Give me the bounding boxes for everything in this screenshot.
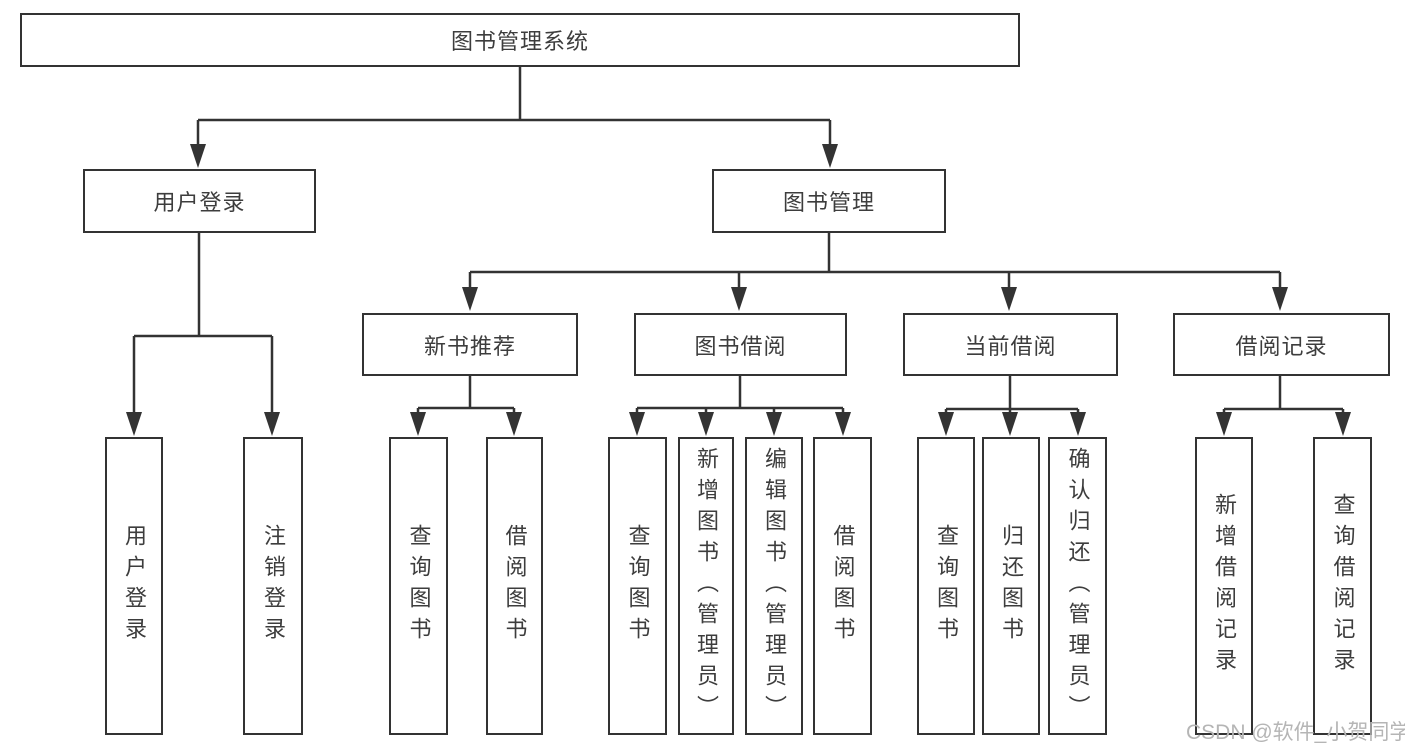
node-borrow-records: 借阅记录 [1173, 313, 1390, 376]
node-new-book-recommend-label: 新书推荐 [423, 333, 516, 359]
arrowhead [1070, 412, 1086, 436]
leaf-borrow-book: 借阅图书 [813, 437, 872, 735]
leaf-query-book-current: 查询图书 [917, 437, 975, 735]
node-current-borrow-label: 当前借阅 [964, 333, 1057, 359]
leaf-query-book-current-label: 查询图书 [934, 524, 959, 648]
connector-bookmgmt-to-level3 [468, 233, 1282, 289]
leaf-edit-book-admin-label: 编辑图书（管理员） [762, 446, 787, 726]
connector-bookborrow-to-leaves [635, 376, 845, 414]
arrowhead [629, 412, 645, 436]
arrowhead [506, 412, 522, 436]
leaf-query-book-recommend: 查询图书 [389, 437, 448, 735]
node-book-borrow-label: 图书借阅 [694, 333, 787, 359]
connector-root-to-level2 [196, 67, 832, 145]
leaf-query-borrow-record: 查询借阅记录 [1313, 437, 1372, 735]
node-book-management: 图书管理 [712, 169, 946, 233]
arrowhead [190, 144, 206, 168]
leaf-return-book: 归还图书 [982, 437, 1040, 735]
arrowhead [1001, 287, 1017, 311]
connector-borrowrecords-to-leaves [1222, 376, 1345, 415]
connector-userlogin-to-leaves [132, 233, 274, 413]
arrowhead [410, 412, 426, 436]
node-current-borrow: 当前借阅 [903, 313, 1118, 376]
node-root-system-label: 图书管理系统 [450, 29, 589, 54]
arrowhead [264, 412, 280, 436]
leaf-borrow-book-recommend-label: 借阅图书 [502, 524, 528, 648]
connector-currentborrow-to-leaves [944, 376, 1080, 415]
leaf-add-borrow-record: 新增借阅记录 [1195, 437, 1253, 735]
node-book-borrow: 图书借阅 [634, 313, 847, 376]
connector-newbookrec-to-leaves [416, 376, 516, 414]
leaf-borrow-book-recommend: 借阅图书 [486, 437, 543, 735]
leaf-query-book-borrow-label: 查询图书 [625, 524, 651, 648]
leaf-user-login: 用户登录 [105, 437, 163, 735]
leaf-user-login-label: 用户登录 [122, 524, 147, 648]
node-borrow-records-label: 借阅记录 [1235, 333, 1328, 359]
leaf-query-book-borrow: 查询图书 [608, 437, 667, 735]
leaf-add-book-admin-label: 新增图书（管理员） [694, 446, 719, 726]
leaf-query-borrow-record-label: 查询借阅记录 [1330, 493, 1356, 679]
leaf-confirm-return-admin-label: 确认归还（管理员） [1065, 446, 1091, 726]
csdn-watermark: CSDN @软件_小贺同学 [1186, 721, 1405, 744]
arrowhead [731, 287, 747, 311]
arrowhead [822, 144, 838, 168]
leaf-query-book-recommend-label: 查询图书 [406, 524, 432, 648]
leaf-edit-book-admin: 编辑图书（管理员） [745, 437, 803, 735]
leaf-return-book-label: 归还图书 [999, 524, 1024, 648]
arrowhead [1216, 412, 1232, 436]
leaf-logout-label: 注销登录 [261, 524, 286, 648]
arrowhead [1335, 412, 1351, 436]
leaf-logout: 注销登录 [243, 437, 303, 735]
leaf-add-book-admin: 新增图书（管理员） [678, 437, 734, 735]
arrowhead [462, 287, 478, 311]
arrowheads [126, 144, 1351, 436]
arrowhead [1272, 287, 1288, 311]
arrowhead [698, 412, 714, 436]
arrowhead [835, 412, 851, 436]
arrowhead [1002, 412, 1018, 436]
node-user-login-label: 用户登录 [153, 190, 246, 215]
leaf-add-borrow-record-label: 新增借阅记录 [1212, 493, 1237, 679]
node-book-management-label: 图书管理 [782, 190, 875, 215]
arrowhead [938, 412, 954, 436]
leaf-borrow-book-label: 借阅图书 [830, 524, 856, 648]
leaf-confirm-return-admin: 确认归还（管理员） [1048, 437, 1107, 735]
node-new-book-recommend: 新书推荐 [362, 313, 578, 376]
arrowhead [766, 412, 782, 436]
arrowhead [126, 412, 142, 436]
node-root-system: 图书管理系统 [20, 13, 1020, 67]
node-user-login: 用户登录 [83, 169, 316, 233]
